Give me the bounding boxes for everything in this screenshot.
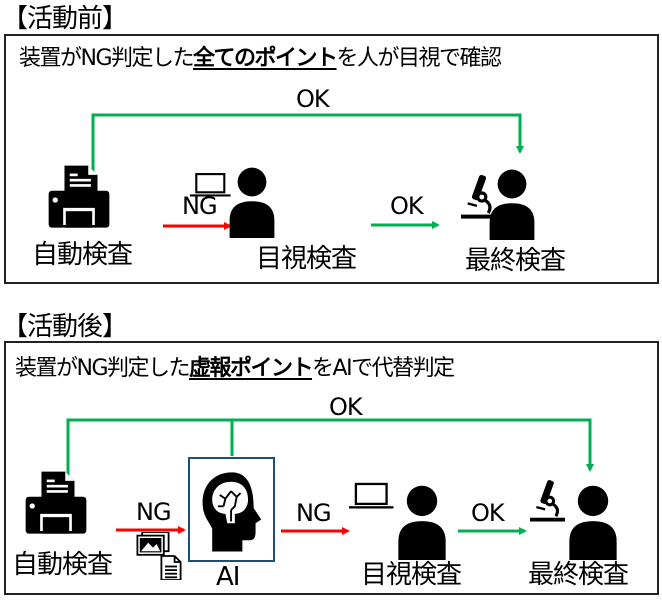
after-stage-auto-inspection: 自動検査 [12, 550, 113, 580]
after-stage-ai: AI [216, 562, 240, 592]
person-icon [389, 484, 455, 560]
after-headline-emphasis: 虚報ポイント [189, 356, 314, 381]
after-headline: 装置がNG判定した虚報ポイントをAIで代替判定 [15, 356, 455, 382]
before-ok-label: OK [390, 192, 424, 220]
before-headline-pre: 装置がNG判定した [19, 46, 195, 71]
after-ng-label-2: NG [296, 499, 332, 527]
brain-head-icon [199, 468, 265, 554]
printer-icon [23, 462, 89, 542]
ai-box [188, 457, 275, 562]
after-frame [4, 341, 659, 595]
after-headline-pre: 装置がNG判定した [15, 356, 191, 381]
before-bypass-ok-label: OK [296, 85, 330, 113]
before-stage-final-inspection: 最終検査 [465, 246, 566, 276]
before-connectors [91, 113, 524, 230]
after-headline-post: をAIで代替判定 [312, 356, 455, 381]
after-section-title: 【活動後】 [2, 312, 128, 342]
after-bypass-ok-arrow [66, 418, 594, 493]
after-stage-visual-inspection: 目視検査 [361, 560, 462, 590]
before-headline-post: を人が目視で確認 [336, 46, 503, 71]
before-stage-auto-inspection: 自動検査 [32, 240, 133, 270]
person-icon [560, 484, 626, 560]
before-stage-visual-inspection: 目視検査 [256, 244, 357, 274]
before-bypass-ok-arrow [91, 113, 524, 186]
after-stage-final-inspection: 最終検査 [528, 560, 629, 590]
before-headline: 装置がNG判定した全てのポイントを人が目視で確認 [19, 46, 503, 72]
image-document-icon [134, 532, 184, 580]
before-headline-emphasis: 全てのポイント [193, 46, 338, 71]
after-bypass-ok-label: OK [329, 393, 363, 421]
before-ng-label: NG [182, 192, 218, 220]
after-ng-label-1: NG [136, 498, 172, 526]
before-section-title: 【活動前】 [2, 4, 128, 34]
after-ok-label: OK [471, 499, 505, 527]
before-frame [4, 34, 659, 284]
